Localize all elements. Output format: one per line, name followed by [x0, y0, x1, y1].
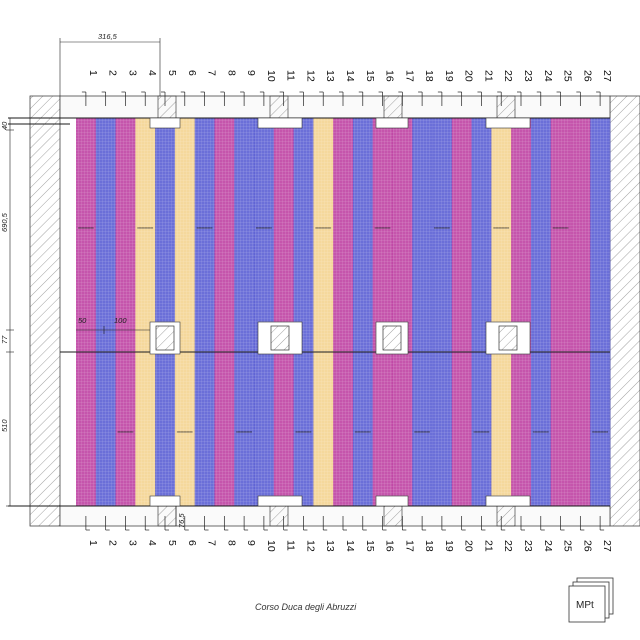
grid-label-top: 22 — [502, 70, 514, 82]
dim-top-width: 316,5 — [98, 32, 118, 41]
column-block — [485, 495, 531, 507]
grid-label-top: 25 — [562, 70, 574, 82]
dim-76-5: 76,5 — [177, 513, 186, 528]
grid-label-top: 1 — [87, 70, 99, 76]
right-wall — [609, 95, 640, 527]
column-block — [485, 117, 531, 129]
grid-label-top: 27 — [601, 70, 613, 82]
column-block — [375, 495, 409, 507]
grid-label-top: 11 — [285, 70, 297, 81]
left-wall — [29, 95, 61, 527]
top-slab — [59, 95, 611, 119]
grid-label-top: 6 — [186, 70, 198, 76]
grid-label-top: 2 — [107, 70, 119, 76]
column-block — [498, 325, 518, 351]
grid-label-top: 10 — [265, 70, 277, 82]
grid-label-bottom: 17 — [403, 540, 415, 552]
grid-label-top: 9 — [245, 70, 257, 76]
grid-label-bottom: 10 — [265, 540, 277, 552]
grid-label-bottom: 13 — [324, 540, 336, 552]
grid-label-top: 14 — [344, 70, 356, 82]
column-block — [155, 325, 175, 351]
grid-label-bottom: 5 — [166, 540, 178, 546]
grid-label-top: 18 — [423, 70, 435, 82]
street-caption: Corso Duca degli Abruzzi — [255, 602, 357, 612]
grid-label-top: 19 — [443, 70, 455, 82]
grid-label-top: 23 — [522, 70, 534, 82]
grid-label-bottom: 4 — [146, 540, 158, 546]
grid-label-bottom: 16 — [384, 540, 396, 552]
bottom-slab — [59, 505, 611, 527]
column-blocks — [149, 117, 531, 507]
grid-label-top: 24 — [542, 70, 554, 82]
grid-label-top: 15 — [364, 70, 376, 82]
column-block — [382, 325, 402, 351]
dim-100: 100 — [114, 316, 127, 325]
grid-label-bottom: 21 — [482, 540, 494, 552]
svg-text:MPt: MPt — [576, 600, 594, 611]
dim-50: 50 — [78, 316, 87, 325]
grid-label-bottom: 15 — [364, 540, 376, 552]
grid-axes: 1122334455667788991010111112121313141415… — [81, 70, 613, 552]
grid-label-top: 5 — [166, 70, 178, 76]
grid-label-bottom: 18 — [423, 540, 435, 552]
grid-label-top: 21 — [482, 70, 494, 82]
grid-label-bottom: 20 — [463, 540, 475, 552]
grid-label-top: 20 — [463, 70, 475, 82]
grid-label-top: 16 — [384, 70, 396, 82]
column-block — [375, 117, 409, 129]
grid-label-bottom: 8 — [225, 540, 237, 546]
dim-77: 77 — [0, 335, 9, 344]
grid-label-bottom: 9 — [245, 540, 257, 546]
grid-label-top: 7 — [206, 70, 218, 76]
grid-label-bottom: 2 — [107, 540, 119, 546]
grid-label-bottom: 22 — [502, 540, 514, 552]
grid-label-bottom: 23 — [522, 540, 534, 552]
dim-510: 510 — [0, 419, 9, 432]
column-block — [257, 117, 303, 129]
grid-label-bottom: 11 — [285, 540, 297, 551]
grid-label-top: 13 — [324, 70, 336, 82]
grid-label-top: 8 — [225, 70, 237, 76]
grid-label-bottom: 6 — [186, 540, 198, 546]
grid-label-bottom: 12 — [304, 540, 316, 552]
grid-label-top: 12 — [304, 70, 316, 82]
grid-label-bottom: 14 — [344, 540, 356, 552]
grid-label-bottom: 24 — [542, 540, 554, 552]
dim-690: 690,5 — [0, 212, 9, 232]
grid-label-top: 26 — [581, 70, 593, 82]
grid-label-bottom: 19 — [443, 540, 455, 552]
grid-label-top: 4 — [146, 70, 158, 76]
dim-40: 40 — [0, 121, 9, 130]
grid-label-bottom: 25 — [562, 540, 574, 552]
grid-label-bottom: 1 — [87, 540, 99, 546]
column-block — [149, 495, 181, 507]
mpt-logo: MPt — [568, 577, 614, 623]
column-block — [270, 325, 290, 351]
grid-label-bottom: 3 — [126, 540, 138, 546]
grid-label-bottom: 27 — [601, 540, 613, 552]
grid-label-bottom: 7 — [206, 540, 218, 546]
grid-label-top: 3 — [126, 70, 138, 76]
grid-label-top: 17 — [403, 70, 415, 82]
dimension-lines — [6, 38, 177, 526]
column-block — [257, 495, 303, 507]
column-block — [149, 117, 181, 129]
mesh-overlay — [76, 118, 610, 506]
grid-label-bottom: 26 — [581, 540, 593, 552]
